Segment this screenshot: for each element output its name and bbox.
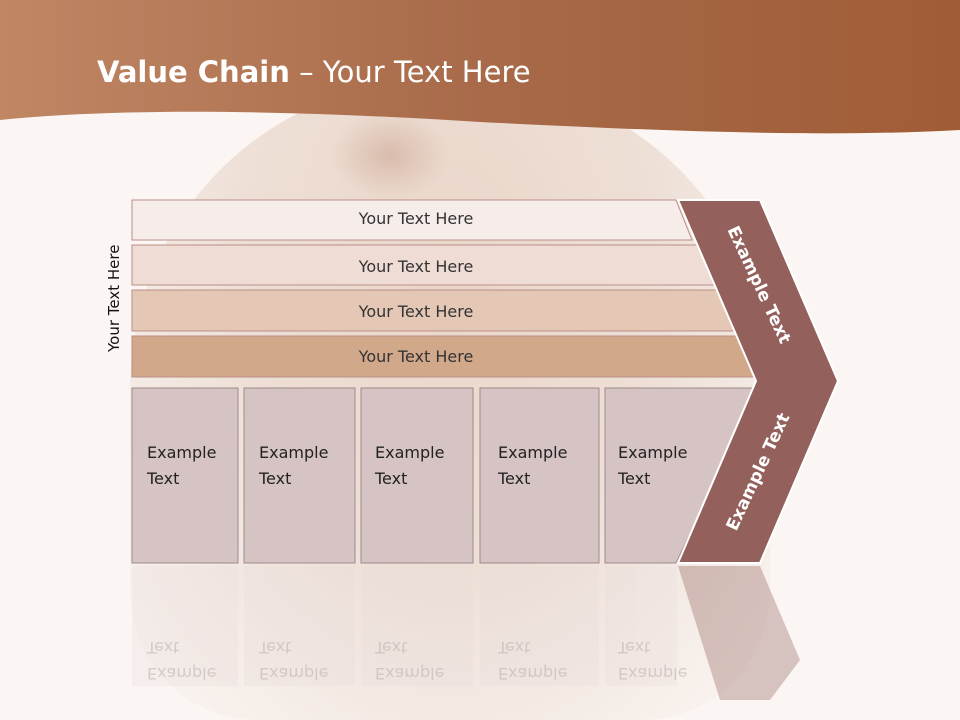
box-2-reflection-text: Example Text (259, 634, 328, 686)
box-3-reflection-line2: Text (375, 638, 408, 657)
box-3-reflection-line1: Example (375, 664, 445, 683)
band-3-label: Your Text Here (358, 302, 474, 321)
box-5-line2: Text (618, 469, 651, 488)
box-5-text: Example Text (618, 440, 687, 492)
box-4-text: Example Text (498, 440, 567, 492)
box-4-line1: Example (498, 443, 568, 462)
title-rest: – Your Text Here (289, 55, 531, 89)
chevron-arrow (676, 199, 840, 564)
box-1 (131, 387, 239, 564)
box-3 (360, 387, 474, 564)
box-3-reflection-text: Example Text (375, 634, 444, 686)
box-5-reflection-text: Example Text (618, 634, 687, 686)
box-1-reflection-line2: Text (147, 638, 180, 657)
box-4 (479, 387, 600, 564)
box-4-reflection-line2: Text (498, 638, 531, 657)
box-3-line2: Text (375, 469, 408, 488)
chevron-reflection (678, 566, 800, 700)
page-title: Value Chain – Your Text Here (97, 55, 531, 89)
background-portrait-detail (330, 110, 450, 200)
box-2-line1: Example (259, 443, 329, 462)
boxes-reflection (132, 566, 677, 686)
box-2-text: Example Text (259, 440, 328, 492)
box-2-reflection-line1: Example (259, 664, 329, 683)
box-1-line1: Example (147, 443, 217, 462)
box-3-text: Example Text (375, 440, 444, 492)
band-4-label: Your Text Here (358, 347, 474, 366)
box-2-reflection-line2: Text (259, 638, 292, 657)
box-1-reflection-line1: Example (147, 664, 217, 683)
box-3-line1: Example (375, 443, 445, 462)
title-bold: Value Chain (97, 55, 290, 89)
box-2 (243, 387, 356, 564)
box-1-reflection-text: Example Text (147, 634, 216, 686)
box-5-line1: Example (618, 443, 688, 462)
box-1-line2: Text (147, 469, 180, 488)
box-4-line2: Text (498, 469, 531, 488)
box-4-reflection-text: Example Text (498, 634, 567, 686)
box-2-line2: Text (259, 469, 292, 488)
band-2-label: Your Text Here (358, 257, 474, 276)
band-1-label: Your Text Here (358, 209, 474, 228)
box-4-reflection-line1: Example (498, 664, 568, 683)
box-5-reflection-line2: Text (618, 638, 651, 657)
box-5-reflection-line1: Example (618, 664, 688, 683)
band-1 (131, 199, 693, 241)
header-banner (0, 0, 960, 134)
box-1-text: Example Text (147, 440, 216, 492)
box-5 (604, 387, 761, 564)
